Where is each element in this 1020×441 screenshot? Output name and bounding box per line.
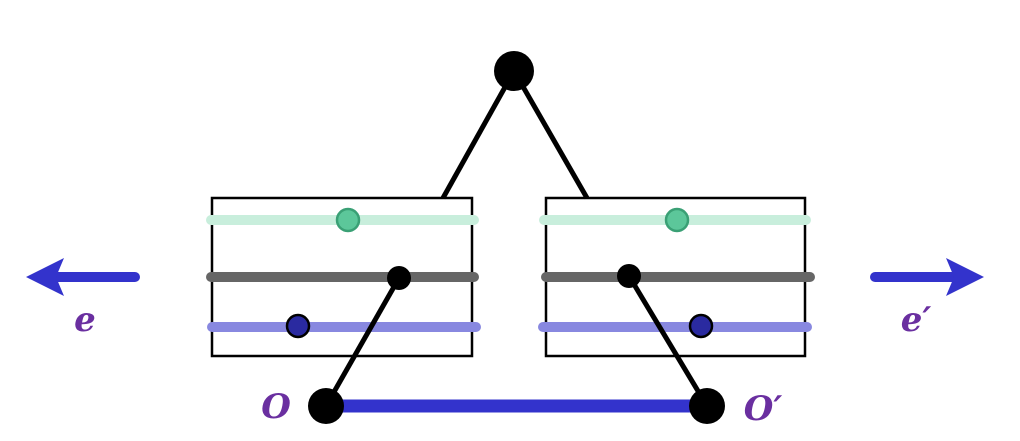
top-node [494, 51, 534, 91]
right-box-top-dot [664, 207, 690, 233]
right-box-middle-node [617, 264, 641, 288]
left-bottom-node [308, 388, 344, 424]
left-box-top-dot [335, 207, 361, 233]
left-inner-edge [323, 276, 402, 408]
right-arrow [870, 258, 984, 296]
right-vertex-label: O′ [744, 389, 783, 429]
left-box-bottom-dot [285, 313, 311, 339]
left-box-middle-node [387, 266, 411, 290]
left-vertex-label: O [261, 387, 291, 427]
left-arrow-head [26, 258, 64, 296]
right-arrow-head [946, 258, 984, 296]
right-inner-edge [626, 274, 710, 408]
top-right-edge [511, 69, 590, 200]
top-left-edge [440, 69, 517, 200]
left-arrow-label: e [74, 300, 96, 340]
left-arrow [26, 258, 140, 296]
right-box-bottom-dot [688, 313, 714, 339]
right-bottom-node [689, 388, 725, 424]
left-box [206, 196, 481, 358]
right-box [538, 196, 815, 358]
right-arrow-label: e′ [901, 300, 932, 340]
